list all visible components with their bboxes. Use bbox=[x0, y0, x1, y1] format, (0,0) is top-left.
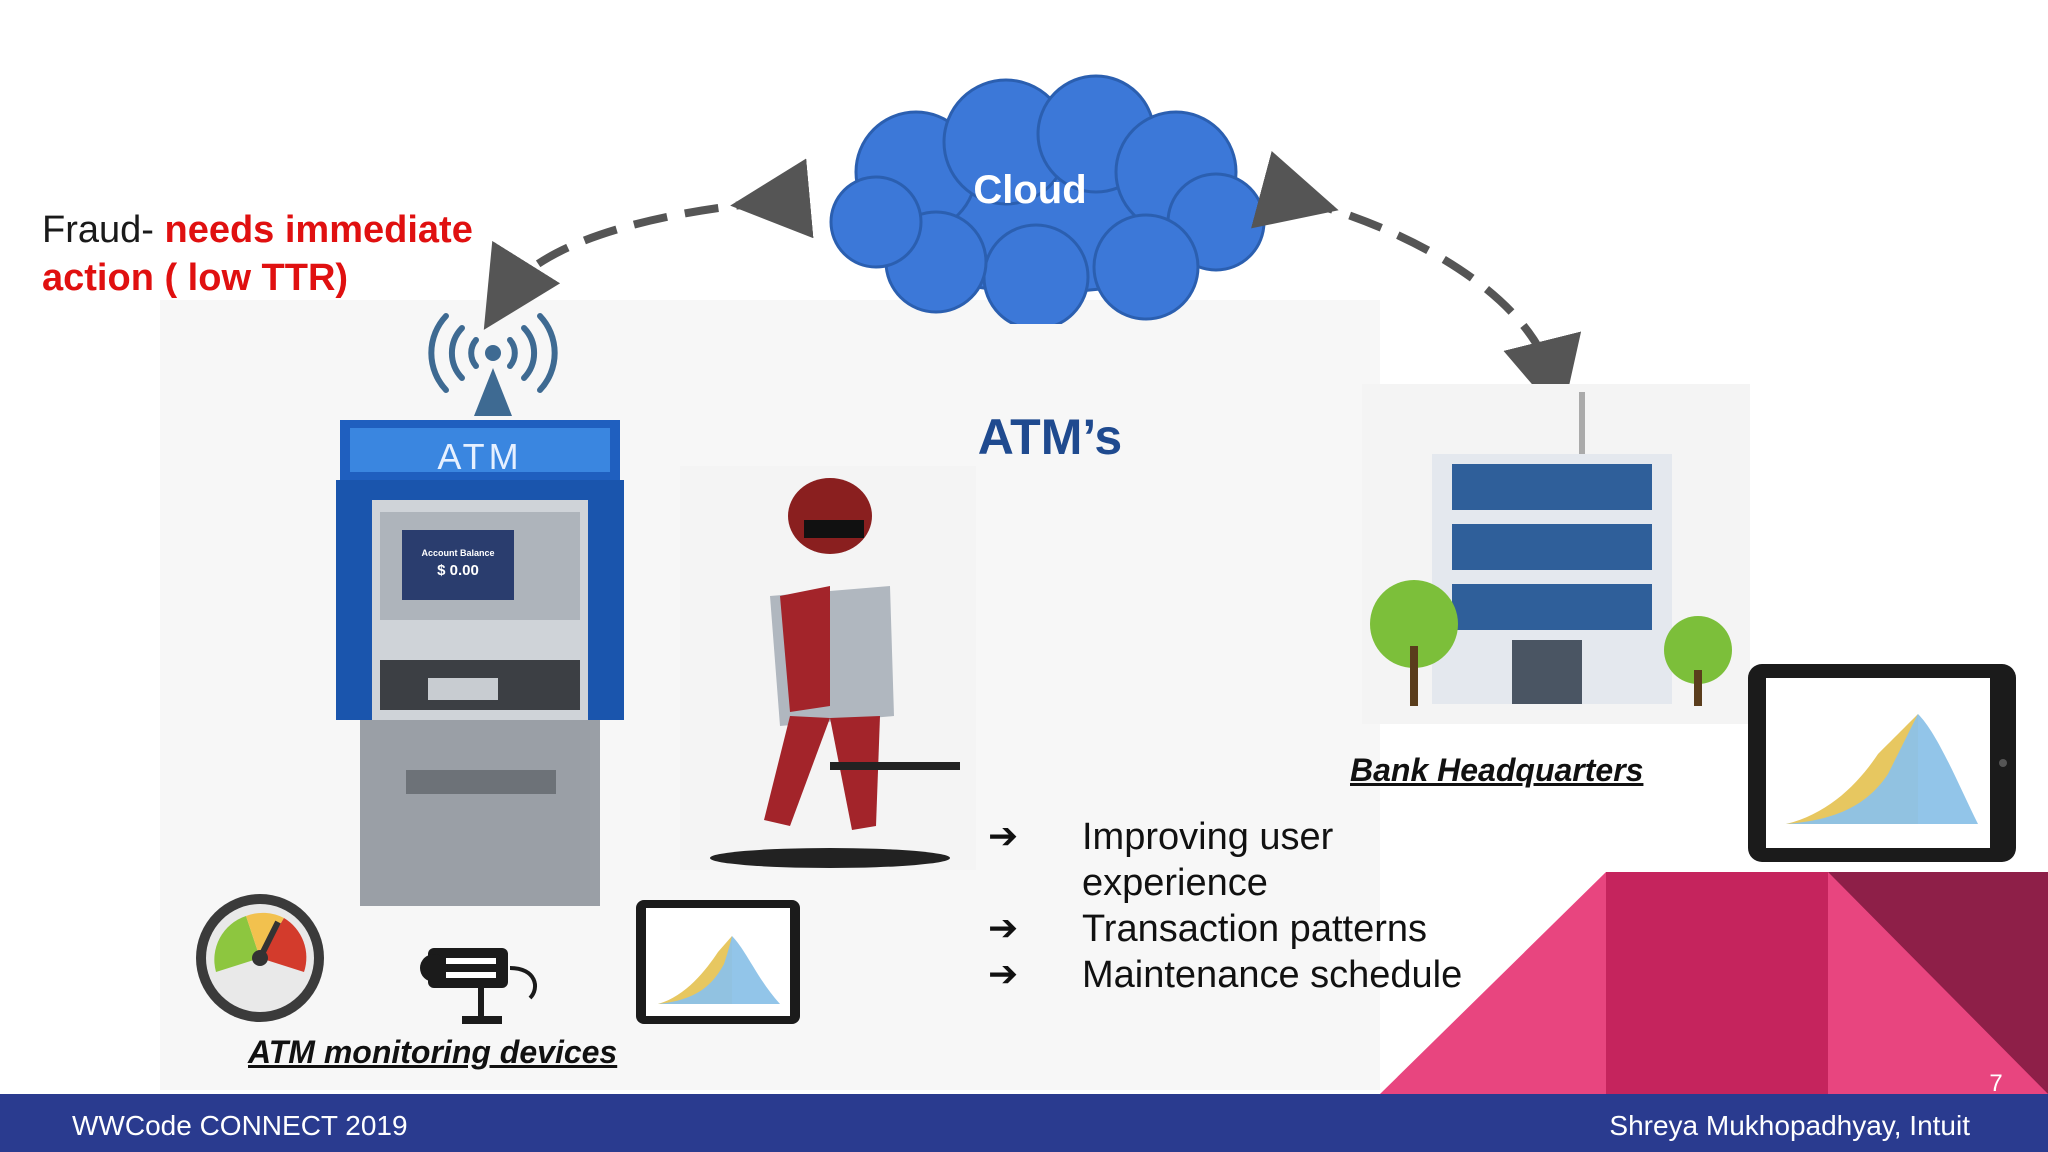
bullet-list: ➔ Improving user experience ➔ Transaction … bbox=[988, 814, 1508, 998]
footer-event-name: WWCode CONNECT 2019 bbox=[72, 1110, 408, 1141]
corner-decoration bbox=[1380, 872, 2048, 1094]
tablet-chart-icon bbox=[636, 900, 800, 1024]
bullet-text: Improving user experience bbox=[1082, 816, 1334, 904]
bullet-item: ➔ Improving user experience bbox=[988, 814, 1508, 906]
atm-monitoring-devices-caption: ATM monitoring devices bbox=[248, 1034, 618, 1070]
burglar-illustration bbox=[680, 466, 976, 870]
page-number: 7 bbox=[1989, 1070, 2003, 1097]
bullet-text: Transaction patterns bbox=[1082, 908, 1427, 950]
atm-screen-heading: Account Balance bbox=[421, 548, 495, 558]
atm-screen-amount: $ 0.00 bbox=[437, 562, 479, 579]
fraud-note: Fraud- needs immediate action ( low TTR) bbox=[42, 206, 562, 302]
bank-headquarters-caption: Bank Headquarters bbox=[1350, 752, 1644, 788]
arrow-icon: ➔ bbox=[988, 816, 1019, 857]
footer-author: Shreya Mukhopadhyay, Intuit bbox=[1609, 1110, 1970, 1141]
gauge-icon bbox=[196, 894, 324, 1022]
bank-building-icon bbox=[1362, 384, 1750, 724]
fraud-emphasis: needs immediate action ( low TTR) bbox=[42, 209, 473, 299]
antenna-signal-icon bbox=[428, 313, 558, 416]
bullet-item: ➔ Transaction patterns bbox=[988, 906, 1508, 952]
fraud-prefix: Fraud- bbox=[42, 209, 165, 251]
arrow-icon: ➔ bbox=[988, 908, 1019, 949]
atm-sign: ATM bbox=[437, 436, 523, 477]
cloud-label: Cloud bbox=[973, 168, 1087, 212]
footer-bar bbox=[0, 1094, 2048, 1152]
cloud-shape bbox=[829, 74, 1266, 324]
tablet-chart-icon bbox=[1748, 664, 2016, 862]
slide-title: ATM’s bbox=[977, 409, 1123, 465]
security-camera-icon bbox=[420, 948, 537, 1024]
bullet-item: ➔ Maintenance schedule bbox=[988, 952, 1508, 998]
atm-machine-illustration bbox=[336, 420, 624, 906]
bullet-text: Maintenance schedule bbox=[1082, 954, 1463, 996]
arrow-icon: ➔ bbox=[988, 954, 1019, 995]
